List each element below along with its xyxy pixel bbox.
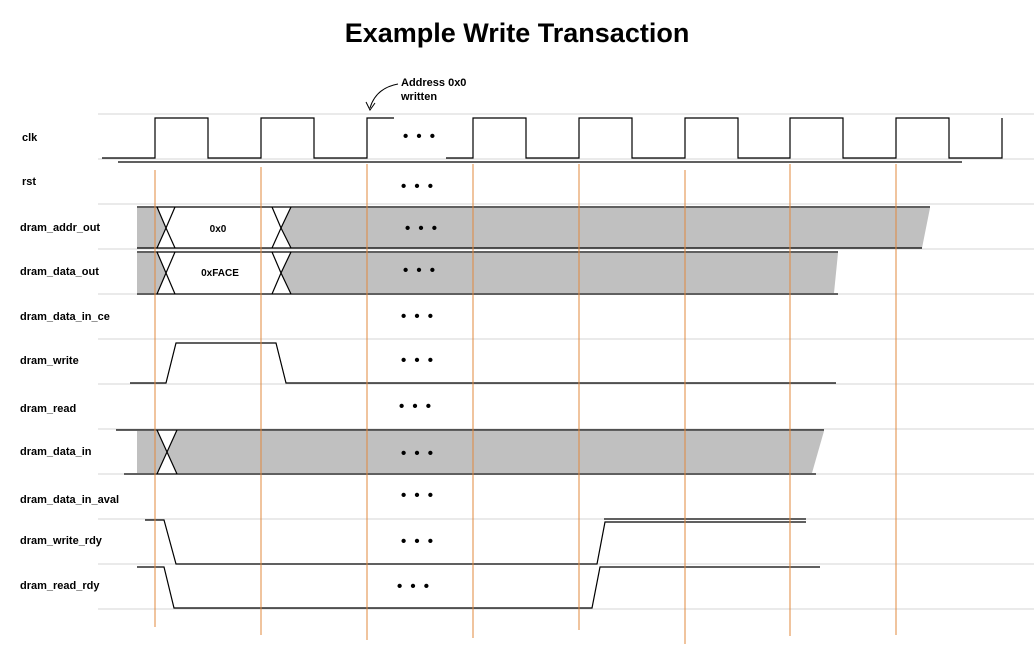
signal-labels: clk rst dram_addr_out dram_data_out dram… bbox=[20, 132, 119, 592]
signal-label-dram-write-rdy: dram_write_rdy bbox=[20, 535, 103, 547]
ellipsis-clk: • • • bbox=[403, 128, 437, 145]
bus-fill-addr-right bbox=[281, 208, 930, 248]
waveform-dram-read-rdy bbox=[137, 566, 820, 609]
signal-label-clk: clk bbox=[22, 132, 38, 144]
ellipsis-read: • • • bbox=[399, 398, 433, 415]
waveforms bbox=[102, 117, 1003, 609]
bus-fill-data-in bbox=[137, 431, 167, 473]
annotation-line-1: Address 0x0 bbox=[401, 77, 466, 89]
bus-fill-data-out-right bbox=[281, 253, 838, 293]
waveform-dram-write bbox=[130, 342, 836, 384]
ellipsis-data-in: • • • bbox=[401, 445, 435, 462]
ellipsis-markers: • • • • • • • • • • • • • • • • • • • • … bbox=[397, 128, 439, 595]
ellipsis-addr: • • • bbox=[405, 220, 439, 237]
bus-outlines bbox=[116, 206, 930, 475]
bus-fill-data-in-right bbox=[167, 431, 824, 473]
signal-label-rst: rst bbox=[22, 176, 36, 188]
signal-label-dram-read: dram_read bbox=[20, 403, 76, 415]
signal-label-dram-addr-out: dram_addr_out bbox=[20, 222, 100, 234]
signal-label-dram-data-in-aval: dram_data_in_aval bbox=[20, 494, 119, 506]
waveform-dram-write-rdy bbox=[145, 519, 806, 565]
bus-fill-data-out-left bbox=[137, 253, 166, 293]
ellipsis-write-rdy: • • • bbox=[401, 533, 435, 550]
signal-label-dram-data-in: dram_data_in bbox=[20, 446, 92, 458]
waveform-clk bbox=[102, 117, 394, 159]
diagram-title: Example Write Transaction bbox=[345, 18, 690, 48]
row-dividers bbox=[98, 113, 1034, 610]
bus-value-addr: 0x0 bbox=[210, 224, 227, 235]
bus-value-data-out: 0xFACE bbox=[201, 268, 239, 279]
signal-label-dram-data-in-ce: dram_data_in_ce bbox=[20, 311, 110, 323]
annotation-arrow bbox=[369, 83, 399, 109]
waveform-clk-cont bbox=[446, 117, 1003, 159]
ellipsis-data-in-ce: • • • bbox=[401, 308, 435, 325]
clock-edge-markers bbox=[154, 164, 897, 644]
signal-label-dram-read-rdy: dram_read_rdy bbox=[20, 580, 100, 592]
bus-fills bbox=[137, 208, 930, 473]
ellipsis-rst: • • • bbox=[401, 178, 435, 195]
ellipsis-read-rdy: • • • bbox=[397, 578, 431, 595]
annotation-line-2: written bbox=[400, 91, 437, 103]
signal-label-dram-write: dram_write bbox=[20, 355, 79, 367]
ellipsis-write: • • • bbox=[401, 352, 435, 369]
annotation: Address 0x0 written bbox=[365, 77, 466, 111]
ellipsis-data-in-aval: • • • bbox=[401, 487, 435, 504]
ellipsis-data-out: • • • bbox=[403, 262, 437, 279]
bus-fill-addr-left bbox=[137, 208, 166, 248]
annotation-arrowhead bbox=[365, 101, 376, 111]
signal-label-dram-data-out: dram_data_out bbox=[20, 266, 99, 278]
